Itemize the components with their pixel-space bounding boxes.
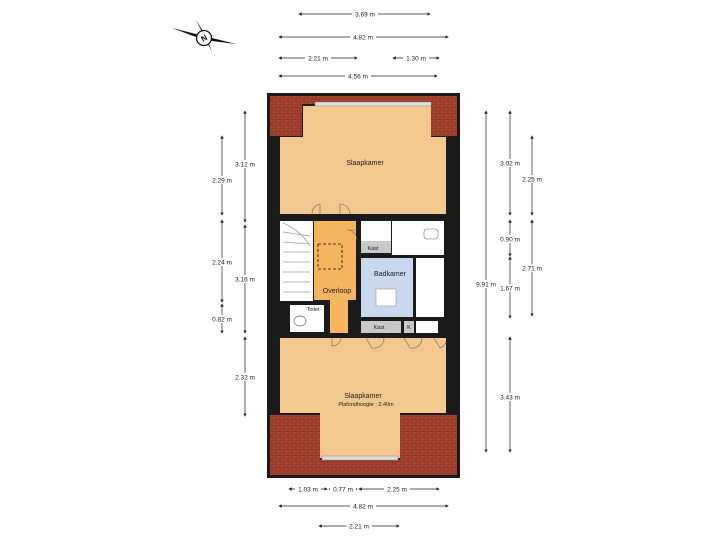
stairs-area [280, 221, 313, 301]
room-landing [314, 221, 356, 333]
room-bottom-bedroom [280, 338, 446, 458]
dim-right-1: 3.02 m [500, 161, 520, 168]
room-closet-bottom [361, 321, 401, 333]
dim-right-5: 9.91 m [476, 282, 496, 289]
dim-top-2: 4.82 m [353, 35, 373, 42]
dim-left-5: 0.82 m [212, 317, 232, 324]
label-closet-bottom: Kast [373, 325, 384, 331]
stair-hatch [317, 243, 343, 270]
dim-bottom-1c: 2.25 m [387, 487, 407, 494]
sink-icon [423, 228, 439, 240]
dim-top-1: 3.69 m [355, 12, 375, 19]
dim-bottom-2: 4.82 m [353, 504, 373, 511]
shower-tray [375, 288, 397, 307]
label-closet-top: Kast [367, 246, 378, 252]
dim-right-3: 0.90 m [500, 237, 520, 244]
dim-bottom-1a: 1.03 m [298, 487, 318, 494]
dim-left-6: 2.32 m [235, 375, 255, 382]
washbasin-bottom [416, 321, 438, 333]
dim-top-4: 4.56 m [348, 74, 368, 81]
room-closet-small [404, 321, 414, 333]
roof-tiles-top-strip [270, 96, 457, 104]
dim-left-1: 3.12 m [235, 162, 255, 169]
dim-left-3: 2.24 m [212, 260, 232, 267]
dim-bottom-1b: 0.77 m [333, 487, 353, 494]
room-bathroom [361, 258, 413, 317]
label-bottom-bedroom: Slaapkamer [344, 393, 382, 400]
window-top [314, 101, 432, 107]
label-closet-small: K [407, 325, 411, 331]
dim-left-2: 2.29 m [212, 178, 232, 185]
dim-top-3b: 1.30 m [406, 56, 426, 63]
label-bathroom: Badkamer [374, 271, 407, 278]
room-closet-top [361, 241, 391, 253]
label-ceiling-height: Plafondhoogte : 2.40m [338, 402, 394, 408]
label-toilet: Toilet [307, 307, 320, 313]
dim-right-7: 3.43 m [500, 395, 520, 402]
stairs-icon [282, 222, 311, 293]
compass-north-label: N [199, 33, 209, 44]
dim-top-3a: 2.21 m [308, 56, 328, 63]
dim-right-2: 2.25 m [522, 177, 542, 184]
room-top-bedroom [280, 106, 446, 214]
compass-rose-icon: N [172, 20, 236, 52]
label-landing: Overloop [323, 288, 352, 295]
bath-right [416, 258, 444, 317]
dimension-labels: 3.69 m 4.82 m 2.21 m 1.30 m 4.56 m 3.12 … [209, 10, 545, 531]
toilet-icon [293, 315, 307, 327]
dim-left-4: 3.16 m [235, 277, 255, 284]
closet-top-white [361, 221, 391, 241]
label-top-bedroom: Slaapkamer [346, 160, 384, 167]
dim-right-4: 2.71 m [522, 266, 542, 273]
window-bottom [321, 455, 399, 461]
dim-bottom-3: 2.21 m [349, 524, 369, 531]
door-swings [311, 203, 447, 349]
roof-tiles-bottom-strip [270, 460, 457, 475]
dim-right-6: 1.67 m [500, 286, 520, 293]
